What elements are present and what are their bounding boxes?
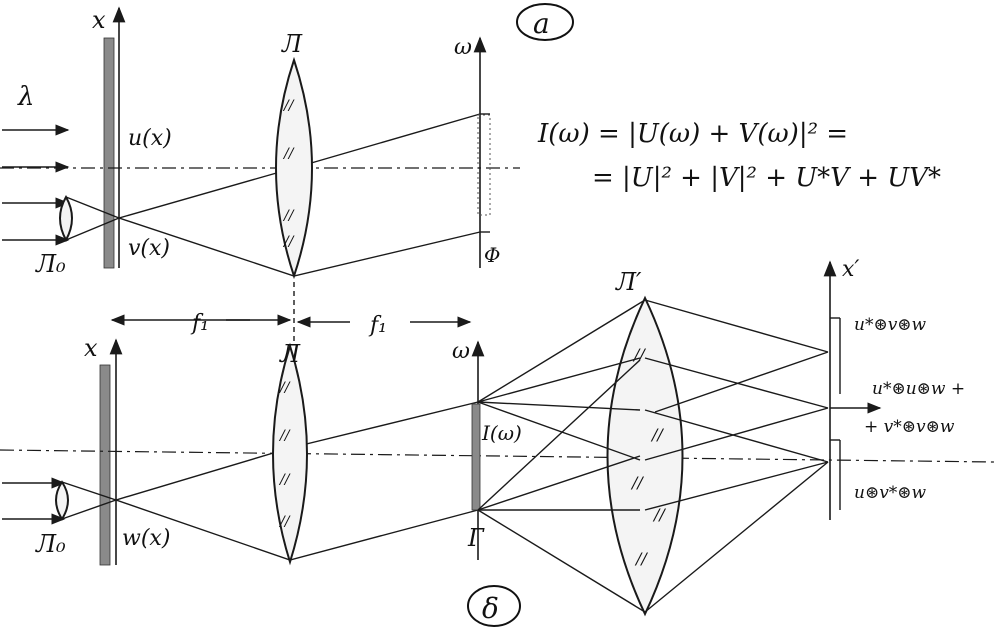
x-axis-label-b: x bbox=[84, 334, 98, 362]
panel-a-label: а bbox=[533, 7, 550, 40]
lens-prime-hatch3: // bbox=[630, 473, 644, 492]
lens-a-hatch2: // bbox=[282, 146, 295, 162]
object-slide-a bbox=[103, 37, 115, 269]
focal-left-label: f₁ bbox=[190, 311, 209, 336]
gamma-label: Г bbox=[467, 524, 485, 552]
reconstruction-rays bbox=[477, 299, 829, 613]
lens0-label-a: Л₀ bbox=[35, 250, 66, 278]
lens-b-hatch1: // bbox=[278, 380, 291, 396]
panel-a-circle bbox=[516, 3, 574, 41]
u-label: u(x) bbox=[128, 126, 172, 151]
lens-b-hatch2: // bbox=[278, 428, 291, 444]
lens-label-a: Л bbox=[281, 30, 303, 58]
object-slide-b bbox=[99, 364, 111, 566]
panel-b-circle bbox=[467, 585, 521, 627]
hologram-plate bbox=[471, 403, 481, 511]
filter-pattern bbox=[477, 114, 491, 216]
lens-prime-hatch2: // bbox=[650, 425, 664, 444]
lens-label-b: Л bbox=[279, 340, 301, 368]
lens-a-hatch1: // bbox=[282, 98, 295, 114]
lens-a-hatch4: // bbox=[282, 234, 295, 250]
omega-label-a: ω bbox=[454, 35, 472, 60]
panel-a: а λ Л₀ x u(x) v(x) // // // // Л ω bbox=[0, 3, 941, 345]
lens-a-hatch3: // bbox=[282, 208, 295, 224]
lens-b-hatch4: // bbox=[278, 514, 291, 530]
focal-right-label: f₁ bbox=[368, 313, 387, 338]
lens-a bbox=[275, 56, 313, 280]
panel-b: Л₀ x w(x) // // // // Л ω I(ω) Г // // /… bbox=[0, 257, 995, 627]
ray-b-lower bbox=[61, 499, 479, 561]
lens0-b bbox=[55, 480, 69, 521]
w-label: w(x) bbox=[122, 526, 170, 551]
ray-b-upper bbox=[61, 401, 479, 501]
ray-a-upper bbox=[65, 113, 481, 219]
lens-prime-hatch5: // bbox=[634, 549, 648, 568]
lens0-label-b: Л₀ bbox=[35, 530, 66, 558]
lens-prime-label: Л′ bbox=[615, 268, 642, 296]
v-label: v(x) bbox=[128, 236, 170, 261]
ray-a-lower bbox=[65, 217, 481, 277]
lens-prime-hatch4: // bbox=[652, 505, 666, 524]
output-term-1: u*⊛v⊛w bbox=[854, 315, 927, 335]
equation-line2: = |U|² + |V|² + U*V + UV* bbox=[592, 163, 941, 193]
optical-axis-b bbox=[0, 449, 995, 463]
x-axis-label-a: x bbox=[92, 6, 106, 34]
filter-label: Φ bbox=[484, 243, 500, 267]
output-term-2b: + v*⊛v⊛w bbox=[864, 417, 955, 437]
xprime-label: x′ bbox=[842, 257, 859, 282]
output-term-2a: u*⊛u⊛w + bbox=[872, 379, 965, 399]
equation-line1: I(ω) = |U(ω) + V(ω)|² = bbox=[537, 119, 848, 149]
lens-prime bbox=[606, 295, 684, 617]
intensity-label: I(ω) bbox=[481, 421, 522, 445]
lens-b bbox=[272, 342, 308, 566]
wavelength-label: λ bbox=[17, 82, 34, 112]
omega-label-b: ω bbox=[452, 339, 470, 364]
panel-b-label: δ bbox=[482, 592, 499, 625]
lens-b-hatch3: // bbox=[278, 472, 291, 488]
output-term-3: u⊛v*⊛w bbox=[854, 483, 927, 503]
